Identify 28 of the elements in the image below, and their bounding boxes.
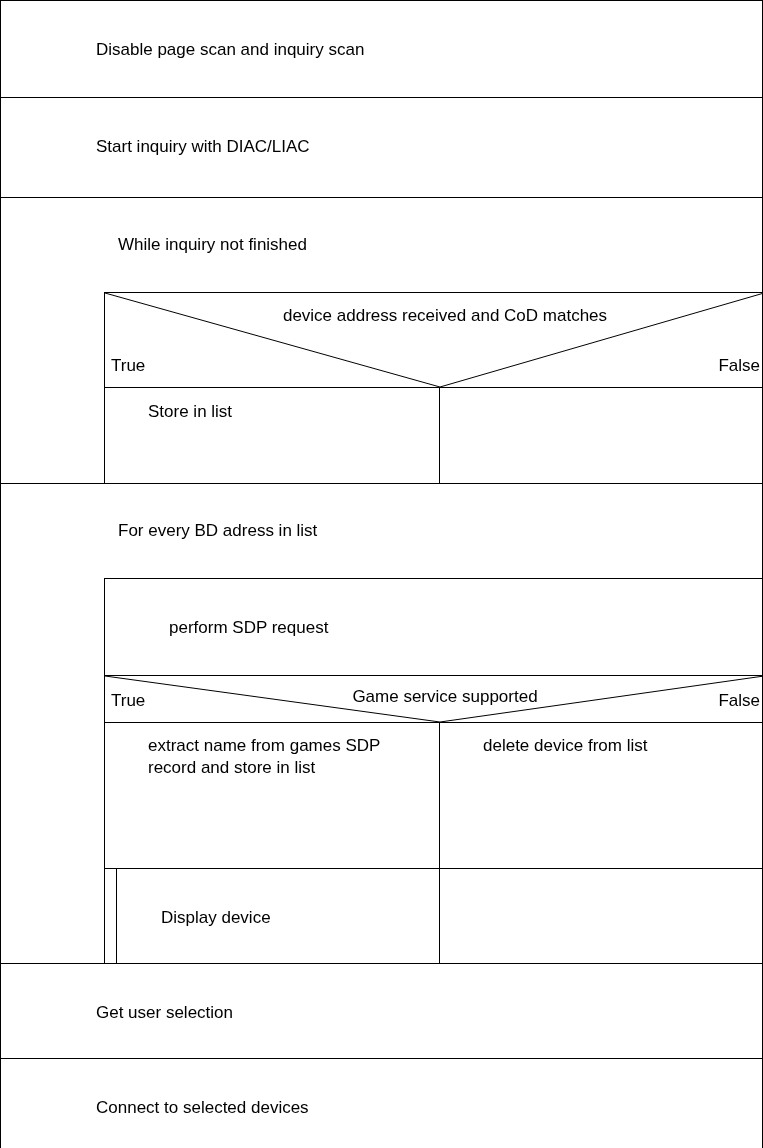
process-box <box>0 1058 763 1148</box>
condition-text: device address received and CoD matches <box>281 305 609 327</box>
step-text: delete device from list <box>483 735 648 757</box>
subroutine-box <box>104 868 440 964</box>
branch-label: True <box>111 355 146 377</box>
process-box <box>104 387 440 484</box>
loop-condition: For every BD adress in list <box>118 520 318 542</box>
step-text: Disable page scan and inquiry scan <box>96 39 365 61</box>
process-box <box>104 578 763 676</box>
branch-label: True <box>111 690 146 712</box>
decision-box <box>104 675 763 723</box>
condition-text: Game service supported <box>351 686 539 708</box>
loop-box <box>0 483 763 964</box>
process-box <box>0 0 763 98</box>
step-text: Connect to selected devices <box>96 1097 309 1119</box>
process-box <box>0 963 763 1059</box>
step-text: Store in list <box>148 401 233 423</box>
step-text: extract name from games SDP record and store in list <box>148 735 382 779</box>
branch-label: False <box>718 355 760 377</box>
step-text: Display device <box>161 907 271 929</box>
step-text: perform SDP request <box>169 617 329 639</box>
loop-condition: While inquiry not finished <box>118 234 307 256</box>
decision-box <box>104 292 763 388</box>
branch-label: False <box>718 690 760 712</box>
step-text: Get user selection <box>96 1002 233 1024</box>
loop-box <box>0 197 763 484</box>
step-text: Start inquiry with DIAC/LIAC <box>96 136 310 158</box>
process-box <box>0 97 763 198</box>
